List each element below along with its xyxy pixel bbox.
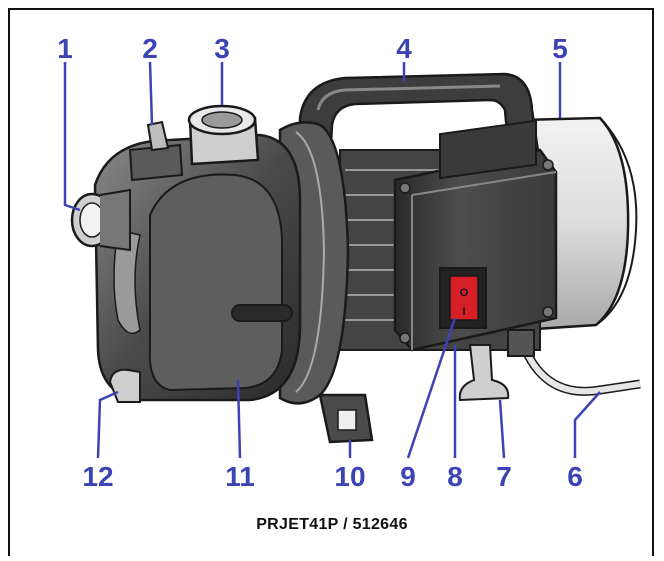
pump-body: [93, 133, 302, 402]
callout-12: 12: [82, 461, 113, 492]
leader-line-12: [96, 390, 119, 459]
on-off-switch: O I: [439, 267, 487, 329]
callout-9: 9: [400, 461, 416, 492]
callout-11: 11: [225, 461, 255, 492]
switch-box: [393, 119, 558, 352]
callout-8: 8: [447, 461, 463, 492]
leader-line-9: [406, 317, 457, 459]
callout-6: 6: [567, 461, 583, 492]
pump-base: [318, 393, 374, 444]
callout-2: 2: [142, 33, 158, 64]
priming-plug: [128, 120, 184, 182]
callout-10: 10: [334, 461, 365, 492]
callout-4: 4: [396, 33, 412, 64]
leader-line-1: [63, 62, 81, 212]
leader-line-11: [236, 379, 242, 459]
drain-plug: [108, 368, 141, 403]
motor-foot: [458, 344, 510, 402]
callout-1: 1: [57, 33, 73, 64]
leader-lines: [63, 61, 601, 459]
leader-line-7: [498, 399, 506, 459]
switch-on-symbol: I: [462, 306, 465, 318]
suction-inlet: [70, 188, 131, 252]
callout-5: 5: [552, 33, 568, 64]
figure-frame: [8, 8, 654, 556]
power-cable: [507, 329, 641, 396]
model-caption: PRJET41P / 512646: [256, 516, 408, 533]
leader-line-6: [573, 391, 601, 458]
callout-3: 3: [214, 33, 230, 64]
callout-7: 7: [496, 461, 512, 492]
switch-off-symbol: O: [460, 287, 469, 299]
leader-line-2: [148, 61, 154, 126]
discharge-outlet: [187, 104, 260, 166]
